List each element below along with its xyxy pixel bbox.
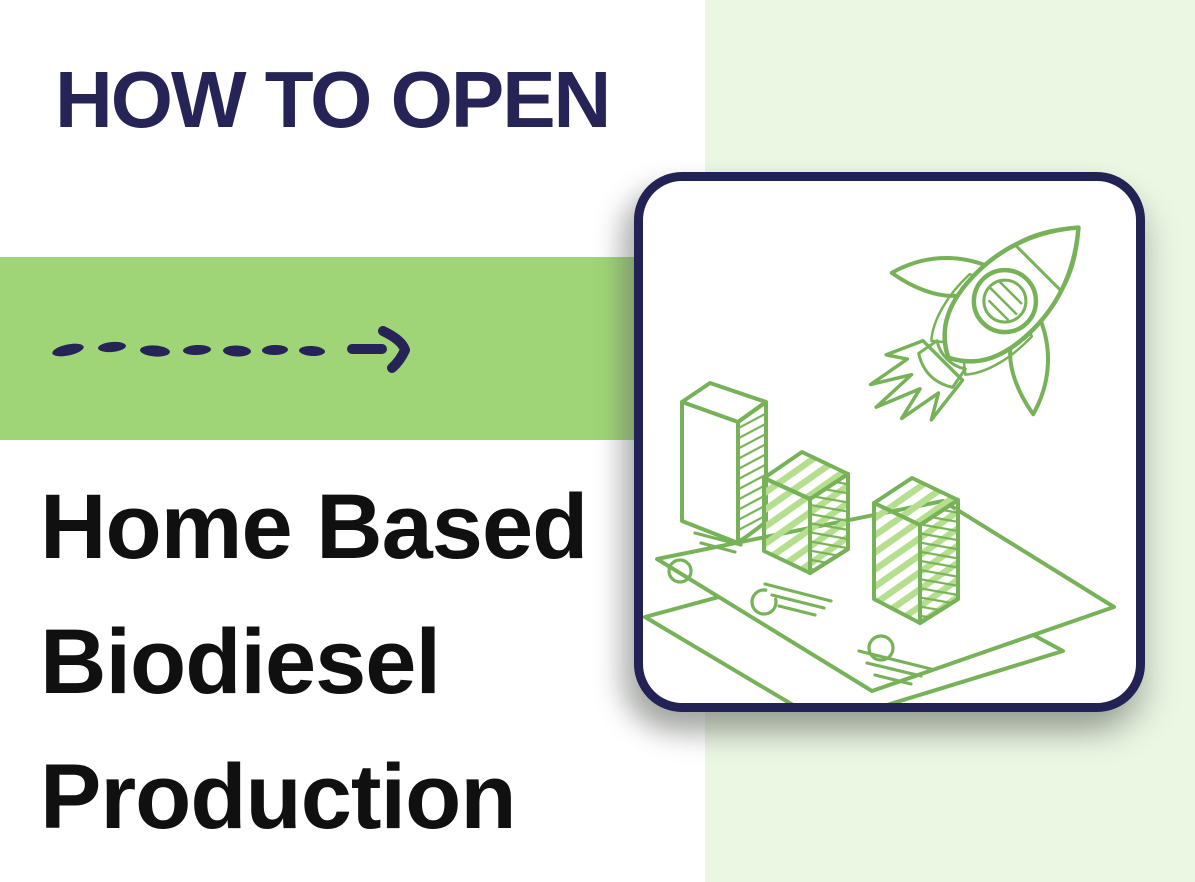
- title-line-2: Biodiesel: [40, 611, 441, 713]
- dashed-arrow-icon: [52, 323, 412, 375]
- flame-icon: [868, 338, 965, 422]
- illustration-card: [634, 172, 1145, 712]
- rocket-icon: [868, 225, 1081, 422]
- startup-growth-illustration: [643, 225, 1116, 703]
- bar-chart-icon: [680, 381, 960, 625]
- title-line-1: Home Based: [40, 476, 588, 578]
- title-line-3: Production: [40, 746, 517, 848]
- dashed-arrow-svg: [52, 326, 410, 373]
- kicker-text: HOW TO OPEN: [55, 55, 611, 144]
